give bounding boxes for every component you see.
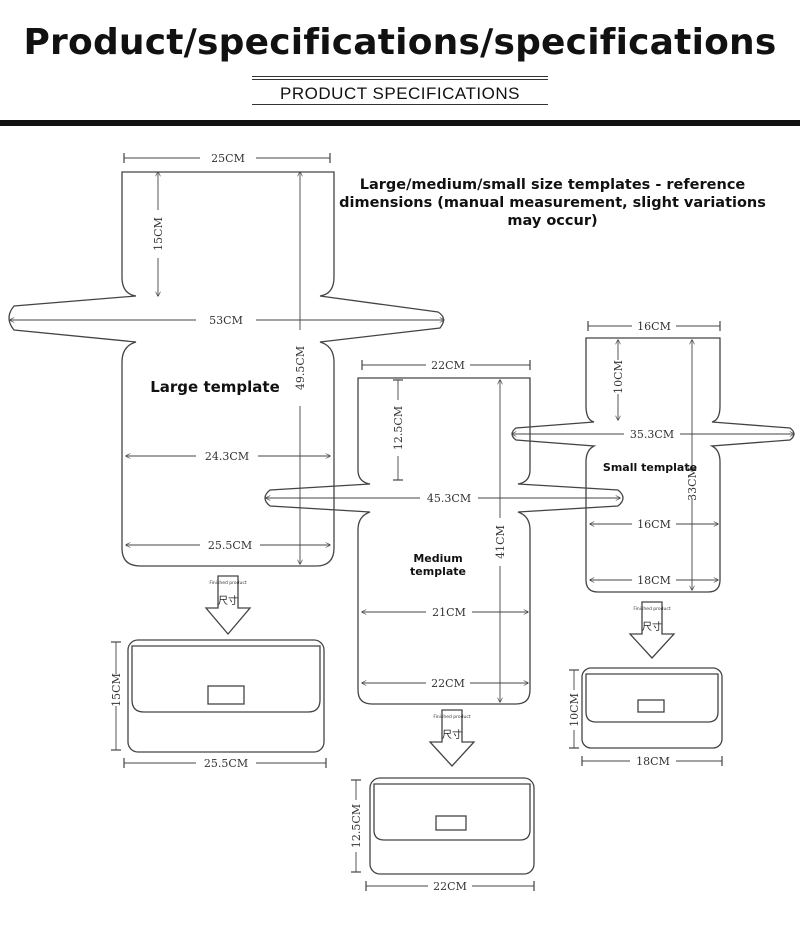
small-dim-top-width: 16CM — [637, 320, 671, 333]
small-dim-upper-height: 10CM — [612, 360, 625, 394]
medium-finished-bag — [369, 777, 535, 875]
small-template-outline — [511, 337, 795, 593]
small-dim-bottom-width: 18CM — [637, 574, 671, 587]
large-arrow-caption: Finished product — [209, 580, 246, 586]
medium-arrow-chars: 尺寸 — [442, 728, 462, 741]
large-dim-bottom-width: 25.5CM — [208, 539, 252, 552]
small-arrow-caption: Finished product — [633, 606, 670, 612]
measurement-note: Large/medium/small size templates - refe… — [339, 177, 766, 229]
medium-finished-width: 22CM — [433, 880, 467, 893]
medium-arrow-caption: Finished product — [433, 714, 470, 720]
large-dim-mid-width: 24.3CM — [205, 450, 249, 463]
medium-finished-height: 12.5CM — [350, 804, 363, 848]
page-title: Product/specifications/specifications — [23, 22, 777, 63]
large-finished-height: 15CM — [110, 673, 123, 707]
medium-dim-total-height: 41CM — [494, 525, 507, 559]
small-template-label: Small template — [602, 461, 698, 474]
large-template-outline — [8, 171, 445, 567]
small-finished-bag — [581, 667, 723, 749]
medium-down-arrow — [428, 709, 476, 767]
large-arrow-chars: 尺寸 — [218, 594, 238, 607]
large-dim-top-width: 25CM — [211, 152, 245, 165]
medium-template-outline — [264, 377, 624, 705]
header-divider — [0, 120, 800, 126]
medium-dim-upper-height: 12.5CM — [392, 406, 405, 450]
medium-dim-bottom-width: 22CM — [431, 677, 465, 690]
medium-dim-mid-width: 21CM — [432, 606, 466, 619]
medium-dim-span: 45.3CM — [427, 492, 471, 505]
large-down-arrow — [204, 575, 252, 636]
subtitle-rule-top-2 — [252, 79, 548, 80]
small-finished-width: 18CM — [636, 755, 670, 768]
large-template-label: Large template — [150, 378, 280, 396]
page-subtitle: PRODUCT SPECIFICATIONS — [280, 84, 520, 103]
small-dim-span: 35.3CM — [630, 428, 674, 441]
subtitle-rule-top — [252, 76, 548, 77]
large-dim-total-height: 49.5CM — [294, 346, 307, 390]
small-dim-mid-width: 16CM — [637, 518, 671, 531]
large-dim-upper-height: 15CM — [152, 217, 165, 251]
small-arrow-chars: 尺寸 — [642, 620, 662, 633]
large-finished-bag — [127, 639, 325, 753]
large-dim-span: 53CM — [209, 314, 243, 327]
large-finished-width: 25.5CM — [204, 757, 248, 770]
small-down-arrow — [628, 601, 676, 659]
small-finished-height: 10CM — [568, 693, 581, 727]
subtitle-rule-bottom — [252, 104, 548, 105]
medium-template-label: Medium template — [410, 552, 466, 578]
small-dim-total-height: 33CM — [686, 467, 699, 501]
medium-dim-top-width: 22CM — [431, 359, 465, 372]
